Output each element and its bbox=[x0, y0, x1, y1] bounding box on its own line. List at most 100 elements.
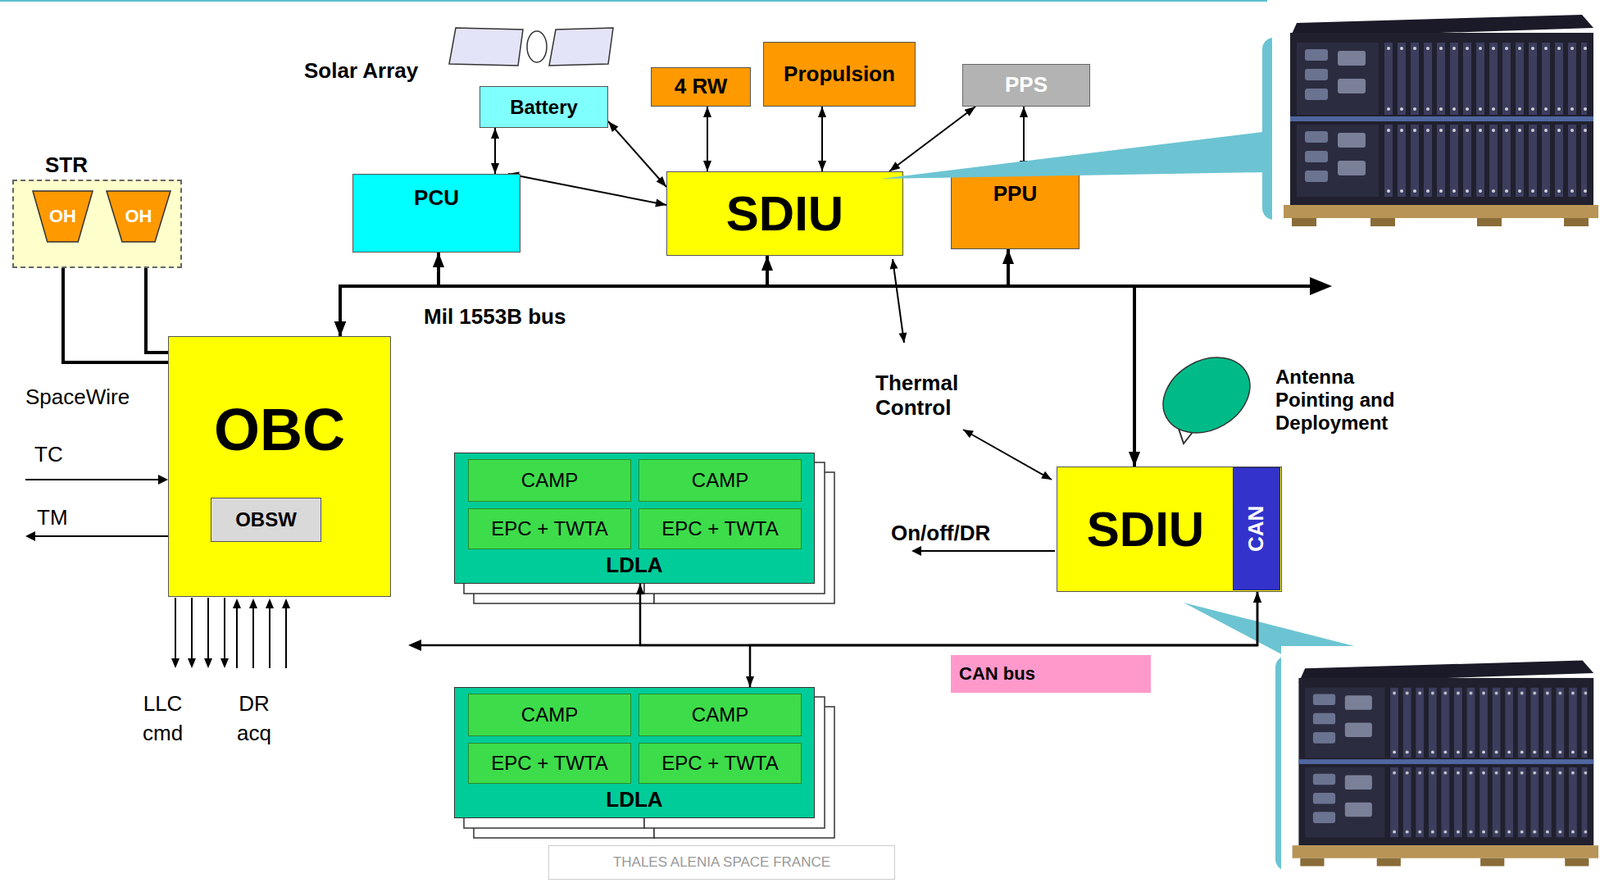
arrow-head bbox=[334, 321, 346, 337]
node-text: SDIU bbox=[1086, 500, 1205, 558]
connector-line bbox=[340, 255, 768, 337]
arrow-head bbox=[818, 160, 827, 172]
antenna-dish bbox=[1150, 342, 1264, 449]
arrow-head bbox=[818, 106, 827, 118]
arrow-head bbox=[1309, 277, 1332, 296]
callout-pointer bbox=[881, 131, 1269, 179]
arrow-head bbox=[490, 127, 500, 139]
arrow-head bbox=[608, 121, 619, 132]
battery-box: Battery bbox=[479, 86, 609, 128]
trapezoid-outline bbox=[106, 190, 171, 242]
arrow-head bbox=[220, 658, 229, 669]
trapezoid-outline bbox=[32, 190, 93, 242]
thermal-arrow bbox=[892, 259, 905, 343]
node-text: OBSW bbox=[235, 508, 297, 532]
node-text: SDIU bbox=[726, 185, 844, 242]
arrow-head bbox=[25, 531, 36, 541]
arrow-head bbox=[890, 259, 899, 270]
arrow-head bbox=[964, 106, 976, 117]
text-label: Thermal Control bbox=[875, 370, 959, 420]
connector-line bbox=[340, 249, 1009, 337]
connector bbox=[334, 255, 773, 337]
text-label: SpaceWire bbox=[25, 385, 130, 410]
arrow-head bbox=[1040, 471, 1052, 480]
pcu-box: PCU bbox=[352, 173, 521, 253]
connector bbox=[334, 286, 1141, 467]
group-heading: STR bbox=[45, 153, 88, 178]
tc-arrow bbox=[25, 478, 160, 481]
arrow-head bbox=[265, 598, 274, 609]
discrete-heads bbox=[171, 598, 291, 669]
connector bbox=[703, 106, 712, 172]
node-text: OH bbox=[49, 205, 77, 227]
arrow-head bbox=[745, 676, 755, 687]
optical-head: OH bbox=[31, 190, 94, 243]
connector bbox=[490, 127, 500, 174]
arrow-head bbox=[334, 321, 346, 337]
arrow-head bbox=[158, 474, 169, 485]
acquisition-line bbox=[268, 604, 271, 669]
arrow-head bbox=[334, 321, 346, 337]
antenna-icon bbox=[1150, 342, 1264, 449]
arrow-head bbox=[232, 598, 241, 609]
node-text: EPC + TWTA bbox=[490, 517, 608, 541]
node-text: Battery bbox=[509, 95, 578, 119]
connector bbox=[745, 591, 1262, 687]
ldla-unit: LDLA CAMP CAMP EPC + TWTA EPC + TWTA bbox=[454, 686, 815, 819]
text-label: DR acq bbox=[236, 688, 272, 748]
sdiu-box: SDIU CAN bbox=[1056, 466, 1282, 592]
arrow-head bbox=[703, 160, 712, 172]
text-label: Solar Array bbox=[304, 59, 419, 84]
node-text: Propulsion bbox=[783, 62, 896, 87]
connector-line bbox=[640, 583, 1258, 646]
node-text: THALES ALENIA SPACE FRANCE bbox=[613, 854, 831, 871]
ldla-stack bbox=[463, 462, 835, 838]
node-text: CAMP bbox=[521, 468, 578, 492]
node-text: EPC + TWTA bbox=[661, 751, 778, 775]
arrow-head bbox=[1019, 160, 1028, 172]
pps-box: PPS bbox=[962, 63, 1091, 107]
obsw-box: OBSW bbox=[210, 497, 322, 542]
command-line bbox=[207, 597, 210, 661]
ppu-box: PPU bbox=[950, 171, 1080, 250]
onoff-arrow bbox=[919, 550, 1055, 552]
text-label: TC bbox=[34, 442, 64, 468]
node-text: 4 RW bbox=[674, 74, 728, 100]
camp-box: CAMP bbox=[638, 459, 802, 502]
arrow-head bbox=[204, 658, 213, 669]
camp-box: CAMP bbox=[468, 693, 632, 737]
arrow-head bbox=[1019, 106, 1028, 118]
arrow-head bbox=[911, 545, 922, 556]
reaction-wheel-box: 4 RW bbox=[650, 67, 751, 107]
arrow-head bbox=[636, 583, 645, 595]
bus-tag: CAN bus bbox=[950, 654, 1151, 693]
acquisition-line bbox=[285, 604, 287, 669]
connector-line bbox=[889, 106, 976, 172]
arrow-head bbox=[334, 321, 346, 337]
equipment-photo bbox=[1272, 0, 1600, 241]
arrow-head bbox=[761, 255, 773, 271]
node-text: LDLA bbox=[605, 787, 663, 813]
node-text: PPU bbox=[993, 181, 1037, 207]
connector-line bbox=[508, 173, 667, 205]
camp-box: CAMP bbox=[468, 459, 632, 502]
arrow-head bbox=[654, 199, 667, 208]
photo-callout bbox=[1183, 602, 1600, 880]
optical-head: OH bbox=[105, 190, 172, 243]
connector bbox=[608, 121, 667, 187]
command-line bbox=[190, 597, 193, 661]
solar-hub bbox=[527, 31, 547, 63]
node-text: EPC + TWTA bbox=[490, 751, 608, 775]
connector bbox=[1019, 106, 1028, 172]
solar-array-icon bbox=[449, 27, 614, 66]
arrow-head bbox=[171, 658, 180, 669]
connector bbox=[334, 249, 1014, 337]
text-label: Antenna Pointing and Deployment bbox=[1275, 365, 1407, 435]
text-label: LLC cmd bbox=[142, 688, 183, 748]
node-text: CAN bbox=[1244, 505, 1269, 552]
photo-callout bbox=[881, 0, 1600, 241]
arrow-head bbox=[187, 658, 196, 669]
node-text: CAMP bbox=[691, 703, 749, 727]
arrow-head bbox=[899, 331, 908, 343]
